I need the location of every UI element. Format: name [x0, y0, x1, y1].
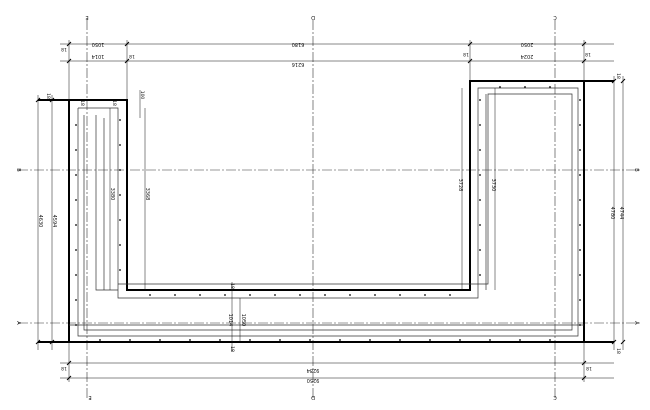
dim-right-3728: 3728: [457, 179, 463, 192]
dim-top-18-right: 18: [585, 51, 591, 57]
dim-left-100: 100: [139, 91, 145, 100]
dim-mid-1050: 1050: [240, 314, 246, 327]
dim-mid-18-bottom: 18: [229, 346, 235, 352]
dim-top-6216: 6216: [292, 61, 305, 67]
dim-bottom-9250: 9250: [307, 377, 320, 383]
dim-left-4630: 4630: [37, 215, 43, 228]
dim-top-2024: 2024: [521, 53, 534, 59]
axis-label-right-a: A: [633, 321, 639, 325]
bottom-dimension-texts: 18 9284 18 9250: [61, 365, 592, 383]
wall-outline: [38, 80, 614, 343]
left-dimension-texts: 18 100 18 18 4630 4594 3380 3368: [37, 91, 150, 228]
dim-top-1014: 1014: [92, 53, 105, 59]
axis-label-top-d: D: [311, 14, 315, 20]
inner-rect-left: [95, 115, 118, 291]
dim-left-18-top: 18: [45, 93, 51, 99]
grid-axis-labels: E D C E D C B A B A: [15, 14, 639, 400]
dim-left-18-a: 18: [79, 100, 85, 106]
dim-right-18-bottom: 18: [615, 348, 621, 354]
axis-label-bottom-e: E: [88, 394, 91, 400]
dimension-lines: [37, 40, 624, 382]
right-dimension-texts: 3728 3730 4780 4744 18 18: [457, 73, 624, 354]
dim-left-4594: 4594: [51, 215, 57, 228]
inner-slab-edge-2: [83, 93, 573, 331]
middle-dimension-texts: 18 1014 1050 18: [227, 283, 246, 352]
dim-left-3368: 3368: [144, 188, 150, 201]
dim-bottom-9284: 9284: [307, 367, 320, 373]
dim-left-3380: 3380: [109, 188, 115, 201]
top-dimension-texts: 18 1050 6180 18 2050 18 1014 18 6216 202…: [61, 41, 591, 67]
outer-wall: [68, 80, 585, 343]
dim-right-18-top: 18: [615, 73, 621, 79]
dim-top-18-mid: 18: [463, 51, 469, 57]
axis-label-top-c: C: [553, 14, 557, 20]
inner-slab-edge: [77, 87, 579, 337]
fastener-dots: [75, 86, 581, 341]
slab-edges: [69, 87, 584, 337]
dim-bottom-18-right: 18: [586, 365, 592, 371]
dimension-ticks: [35, 41, 626, 381]
dim-mid-18-top: 18: [229, 283, 235, 289]
axis-label-bottom-d: D: [311, 394, 315, 400]
axis-label-bottom-c: C: [553, 394, 557, 400]
grid-lines: [18, 20, 640, 398]
dim-mid-1014: 1014: [227, 314, 233, 327]
dim-top-18-b: 18: [129, 53, 135, 59]
dim-top-1050: 1050: [92, 41, 105, 47]
axis-label-right-b: B: [633, 168, 639, 172]
axis-label-top-e: E: [85, 14, 88, 20]
dim-top-2050: 2050: [521, 41, 534, 47]
dim-right-4780: 4780: [609, 207, 615, 220]
dim-top-18-left: 18: [61, 46, 67, 52]
dim-right-3730: 3730: [490, 179, 496, 192]
axis-label-left-a: A: [15, 321, 21, 325]
axis-label-left-b: B: [15, 168, 21, 172]
dim-bottom-18-left: 18: [61, 365, 67, 371]
dim-left-18-b: 18: [111, 100, 117, 106]
dim-right-4744: 4744: [618, 207, 624, 220]
dim-top-6180: 6180: [292, 41, 305, 47]
